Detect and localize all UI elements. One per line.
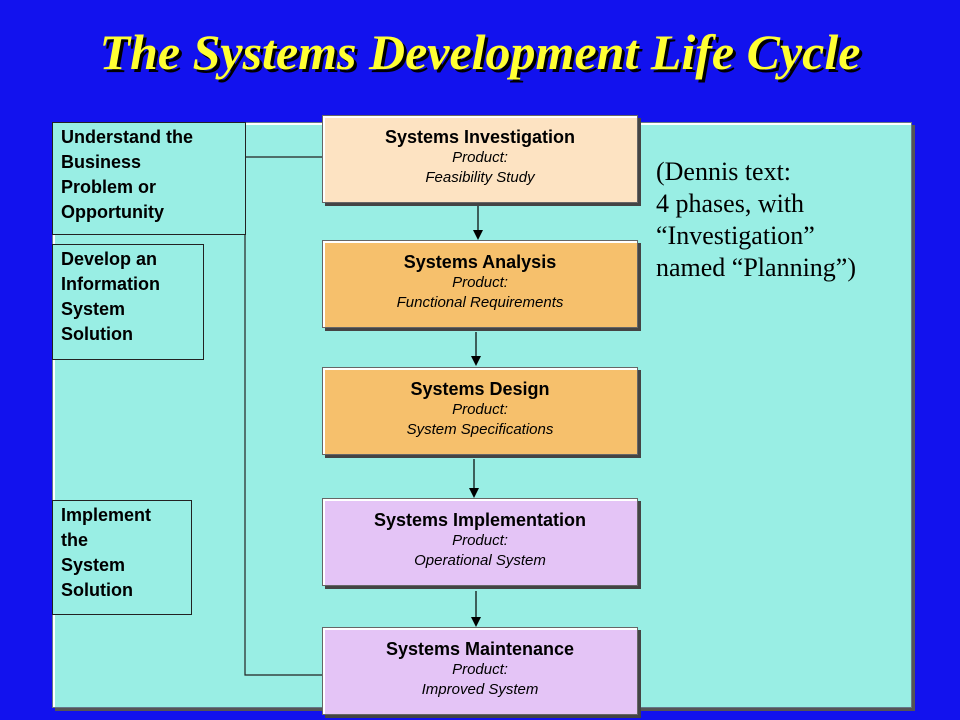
group-line: Solution [61, 324, 133, 344]
phase-name: Systems Analysis [403, 252, 557, 272]
group-line: Problem or [61, 177, 157, 197]
group-line: Develop an [61, 249, 158, 269]
slide-title: The Systems Development Life Cycle [99, 24, 861, 80]
phase-design: Systems Design Product: System Specifica… [322, 367, 638, 455]
group-implement-solution: Implement the System Solution [52, 500, 192, 615]
group-line: Business [61, 152, 142, 172]
group-understand-problem: Understand the Business Problem or Oppor… [52, 122, 246, 235]
phase-product-label: Product: [452, 532, 508, 549]
phase-product: Feasibility Study [425, 169, 535, 186]
note-line: (Dennis text: [656, 157, 792, 186]
phase-name: Systems Design [410, 379, 550, 399]
group-line: the [61, 530, 88, 550]
phase-analysis: Systems Analysis Product: Functional Req… [322, 240, 638, 328]
phase-name: Systems Maintenance [385, 639, 575, 659]
phase-product: Functional Requirements [396, 294, 564, 311]
phase-implementation: Systems Implementation Product: Operatio… [322, 498, 638, 586]
group-line: Opportunity [61, 202, 164, 222]
group-line: Understand the [61, 127, 194, 147]
phase-product-label: Product: [452, 661, 508, 678]
phase-name: Systems Investigation [384, 127, 576, 147]
phase-product: System Specifications [406, 421, 554, 438]
note-line: named “Planning”) [656, 253, 856, 282]
note-line: 4 phases, with [656, 189, 805, 218]
phase-product-label: Product: [452, 401, 508, 418]
group-line: Implement [61, 505, 152, 525]
group-line: System [61, 555, 126, 575]
note-line: “Investigation” [656, 221, 815, 250]
dennis-note: (Dennis text: 4 phases, with “Investigat… [656, 156, 856, 284]
group-line: Information [61, 274, 160, 294]
phase-name: Systems Implementation [373, 510, 587, 530]
group-develop-solution: Develop an Information System Solution [52, 244, 204, 360]
phase-maintenance: Systems Maintenance Product: Improved Sy… [322, 627, 638, 715]
group-line: Solution [61, 580, 133, 600]
phase-investigation: Systems Investigation Product: Feasibili… [322, 115, 638, 203]
group-line: System [61, 299, 126, 319]
phase-product: Improved System [421, 681, 539, 698]
phase-product: Operational System [414, 552, 546, 569]
phase-product-label: Product: [452, 149, 508, 166]
phase-product-label: Product: [452, 274, 508, 291]
